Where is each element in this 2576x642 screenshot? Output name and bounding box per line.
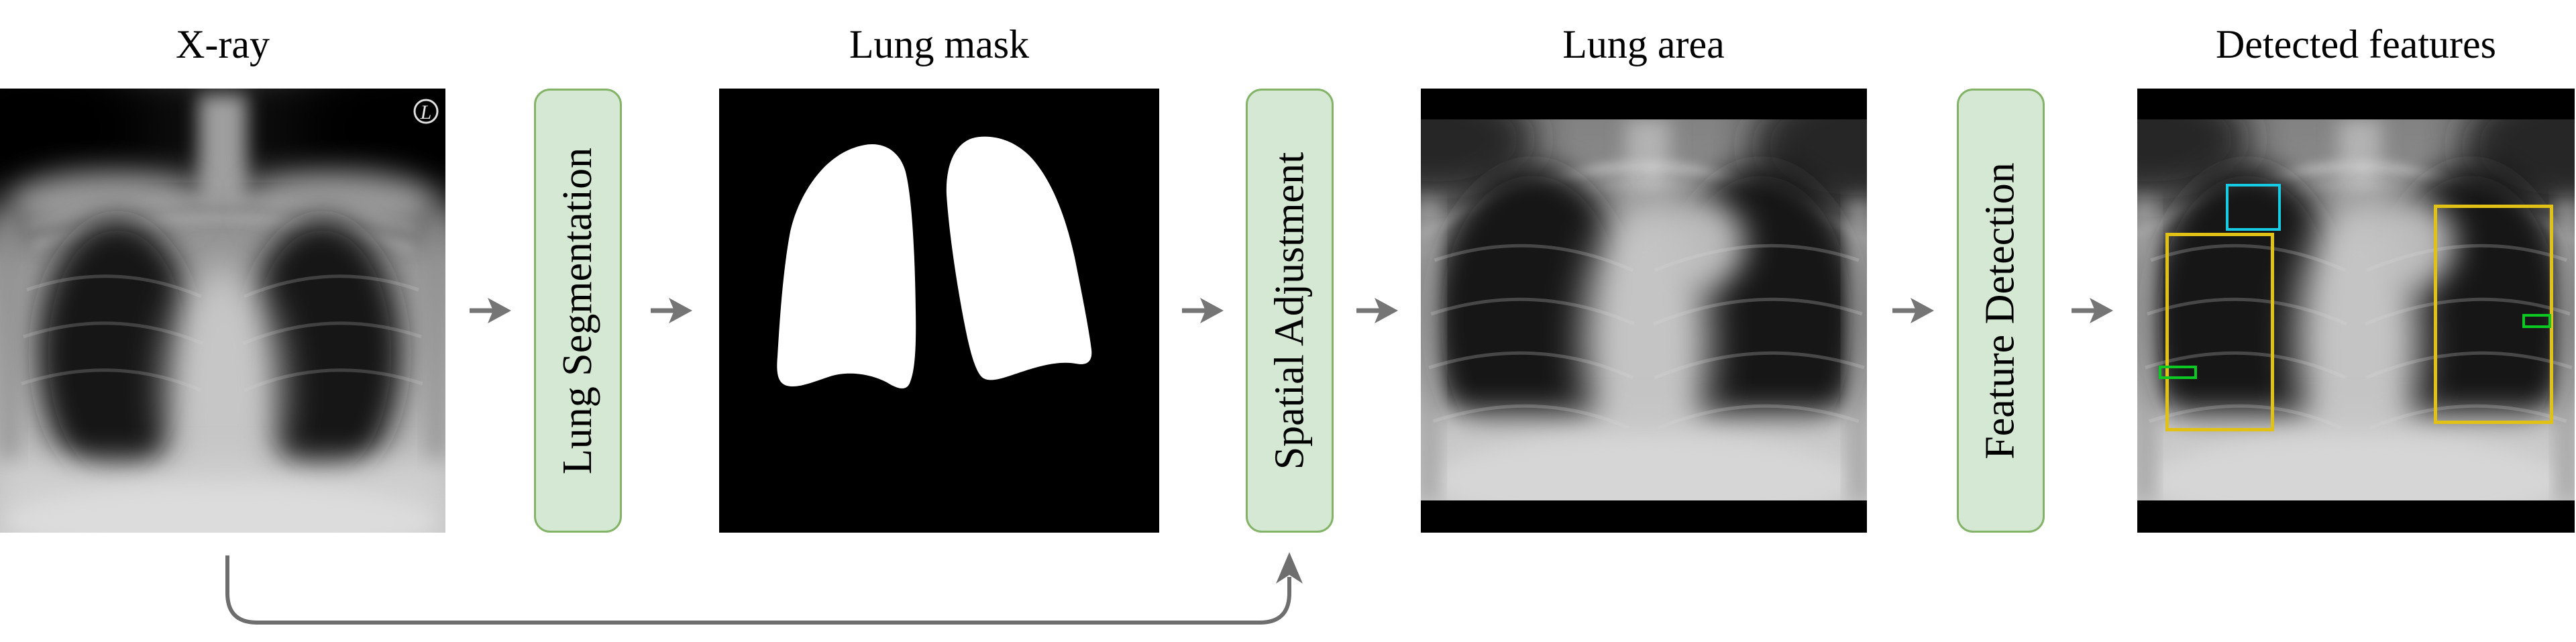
- flow-arrow-4: [1355, 296, 1398, 325]
- xray-image: [0, 89, 445, 533]
- spatial-adjustment-box: Spatial Adjustment: [1246, 89, 1334, 533]
- title-lung-area: Lung area: [1562, 22, 1725, 66]
- title-xray: X-ray: [176, 22, 270, 66]
- flow-arrow-5: [1891, 296, 1934, 325]
- detection-box-yellow-right: [2434, 205, 2553, 424]
- flow-arrow-6: [2070, 296, 2113, 325]
- lung-area-image: [1421, 89, 1867, 533]
- lung-segmentation-label: Lung Segmentation: [555, 147, 600, 474]
- detections-layer: [2137, 89, 2575, 533]
- detected-features-image: [2137, 89, 2575, 533]
- lung-segmentation-box: Lung Segmentation: [534, 89, 622, 533]
- flow-arrow-2: [649, 296, 692, 325]
- title-detected-features: Detected features: [2215, 22, 2497, 66]
- flow-arrow-3: [1181, 296, 1224, 325]
- detection-box-cyan: [2226, 184, 2281, 231]
- flow-arrow-1: [468, 296, 511, 325]
- spatial-adjustment-label: Spatial Adjustment: [1267, 152, 1313, 470]
- detection-box-green-right: [2522, 314, 2551, 328]
- feature-detection-box: Feature Detection: [1957, 89, 2045, 533]
- title-lung-mask: Lung mask: [849, 22, 1030, 66]
- detection-box-yellow-left: [2165, 233, 2274, 431]
- lung-mask-image: [719, 89, 1159, 533]
- detection-box-green-left: [2159, 366, 2197, 379]
- feature-detection-label: Feature Detection: [1978, 162, 2024, 460]
- feedback-arrowhead: [1276, 552, 1303, 584]
